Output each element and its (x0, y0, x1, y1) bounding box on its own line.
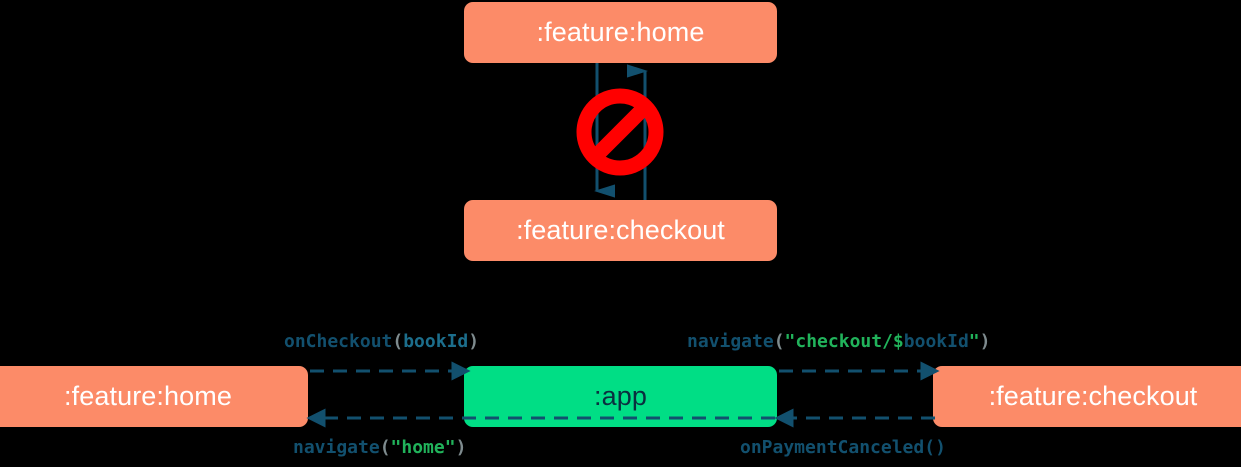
code-token-paren: ) (468, 331, 480, 352)
edge-label-navigate-checkout: navigate("checkout/$bookId") (687, 331, 990, 352)
code-token-paren: ) (979, 331, 991, 352)
module-node-feature-home-top[interactable]: :feature:home (464, 2, 777, 63)
code-token-string: "checkout/$ (784, 331, 904, 352)
code-token-function: onPaymentCanceled() (740, 437, 946, 458)
module-node-label: :feature:home (536, 17, 705, 47)
code-token-function: navigate (687, 331, 774, 352)
forbidden-icon (576, 88, 664, 176)
module-node-label: :feature:checkout (516, 215, 725, 245)
module-node-app[interactable]: :app (464, 366, 777, 427)
edge-label-on-payment-canceled: onPaymentCanceled() (740, 437, 946, 458)
edge-label-on-checkout: onCheckout(bookId) (284, 331, 479, 352)
module-node-feature-home-bottom[interactable]: :feature:home (0, 366, 308, 427)
module-node-feature-checkout-bottom[interactable]: :feature:checkout (933, 366, 1241, 427)
code-token-paren: ( (379, 437, 391, 458)
code-token-function: navigate (293, 437, 380, 458)
module-node-label: :app (594, 381, 647, 411)
code-token-function: onCheckout (284, 331, 393, 352)
module-node-label: :feature:checkout (988, 381, 1198, 411)
code-token-variable: bookId (903, 331, 969, 352)
module-node-feature-checkout-top[interactable]: :feature:checkout (464, 200, 777, 261)
module-node-label: :feature:home (64, 381, 232, 411)
code-token-paren: ( (773, 331, 785, 352)
code-token-paren: ( (392, 331, 404, 352)
code-token-paren: ) (455, 437, 467, 458)
edge-label-navigate-home: navigate("home") (293, 437, 466, 458)
code-token-identifier: bookId (403, 331, 469, 352)
code-token-string: " (968, 331, 980, 352)
code-token-string: "home" (390, 437, 456, 458)
